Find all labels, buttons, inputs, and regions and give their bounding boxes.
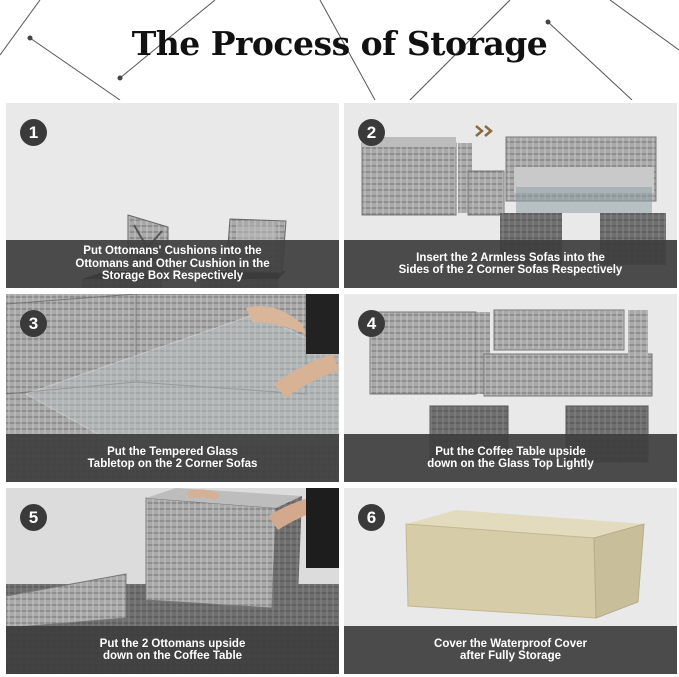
step-number-3: 3 xyxy=(20,310,47,337)
step-number-6: 6 xyxy=(358,504,385,531)
step-caption-6: Cover the Waterproof Cover after Fully S… xyxy=(344,626,677,674)
caption-line: Put the Tempered Glass xyxy=(107,445,238,458)
step-number-4: 4 xyxy=(358,310,385,337)
step-number-1: 1 xyxy=(20,119,47,146)
caption-line: Storage Box Respectively xyxy=(101,270,244,283)
step-panel-2: 2 Insert the 2 Armless Sofas into the Si… xyxy=(344,103,677,288)
waterproof-cover-illustration xyxy=(405,510,645,619)
caption-line: Put Ottomans' Cushions into the xyxy=(83,245,262,258)
step-caption-1: Put Ottomans' Cushions into the Ottomans… xyxy=(6,240,339,288)
caption-line: Insert the 2 Armless Sofas into the xyxy=(416,251,605,264)
double-chevron-right-icon xyxy=(475,125,493,137)
caption-line: down on the Coffee Table xyxy=(102,650,243,662)
step-caption-4: Put the Coffee Table upside down on the … xyxy=(344,434,677,482)
step-caption-2: Insert the 2 Armless Sofas into the Side… xyxy=(344,240,677,288)
step-panel-5: 5 Put the 2 Ottomans upside down on the … xyxy=(6,488,339,674)
page-title: The Process of Storage xyxy=(131,24,548,63)
decorative-lines xyxy=(0,0,679,100)
caption-line: Tabletop on the 2 Corner Sofas xyxy=(87,458,258,470)
step-panel-3: 3 Put the Tempered Glass Tabletop on the… xyxy=(6,294,339,482)
step-number-5: 5 xyxy=(20,504,47,531)
header: The Process of Storage xyxy=(0,0,679,100)
caption-line: Ottomans and Other Cushion in the xyxy=(75,257,270,270)
step-caption-5: Put the 2 Ottomans upside down on the Co… xyxy=(6,626,339,674)
caption-line: Put the 2 Ottomans upside xyxy=(99,637,246,650)
step-panel-1: 1 Put Ottomans' Cushions into the Ottoma… xyxy=(6,103,339,288)
step-panel-6: 6 Cover the Waterproof Cover after Fully… xyxy=(344,488,677,674)
step-number-2: 2 xyxy=(358,119,385,146)
step-panel-4: 4 Put the Coffee Table upside down on th… xyxy=(344,294,677,482)
caption-line: down on the Glass Top Lightly xyxy=(427,458,594,470)
caption-line: Cover the Waterproof Cover xyxy=(434,637,587,650)
caption-line: after Fully Storage xyxy=(460,650,561,662)
caption-line: Put the Coffee Table upside xyxy=(435,445,586,458)
caption-line: Sides of the 2 Corner Sofas Respectively xyxy=(398,264,623,276)
step-caption-3: Put the Tempered Glass Tabletop on the 2… xyxy=(6,434,339,482)
sofa-insert-illustration xyxy=(361,136,666,265)
